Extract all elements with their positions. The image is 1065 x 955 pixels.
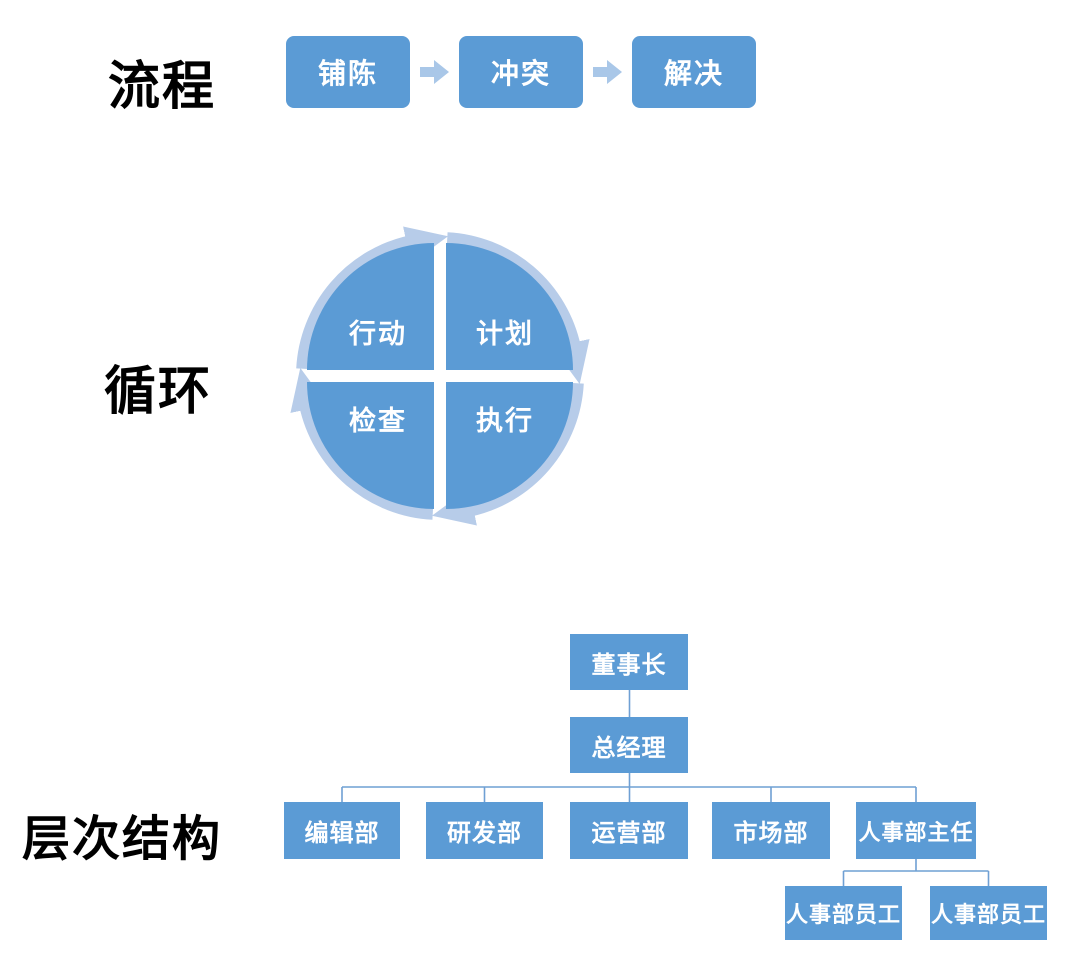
flow-diagram: 铺陈 冲突 解决 (286, 36, 756, 108)
cycle-quadrants (307, 243, 573, 509)
quadrant-label-bottom-left: 检查 (349, 405, 407, 436)
quadrant-top-left (307, 243, 434, 370)
quadrant-top-right (446, 243, 573, 370)
right-block-arrow-icon (593, 60, 622, 84)
org-node-marketing-dept: 市场部 (712, 802, 830, 859)
flow-step-box: 解决 (632, 36, 756, 108)
cycle-section-label: 循环 (104, 363, 213, 421)
right-block-arrow-icon (420, 60, 449, 84)
quadrant-bottom-right (446, 382, 573, 509)
flow-step-box: 冲突 (459, 36, 583, 108)
quadrant-label-bottom-right: 执行 (476, 405, 534, 436)
org-node-chairman: 董事长 (570, 634, 688, 690)
cycle-svg: 行动 计划 检查 执行 (290, 226, 590, 526)
flow-section-label: 流程 (108, 58, 217, 116)
org-node-hr-director: 人事部主任 (856, 802, 976, 859)
quadrant-bottom-left (307, 382, 434, 509)
org-node-general-manager: 总经理 (570, 717, 688, 773)
quadrant-label-top-right: 计划 (476, 319, 534, 349)
hierarchy-section-label: 层次结构 (22, 813, 223, 866)
flow-step-box: 铺陈 (286, 36, 410, 108)
org-node-editorial-dept: 编辑部 (284, 802, 400, 859)
flow-arrow (583, 36, 632, 108)
org-node-hr-staff-2: 人事部员工 (930, 886, 1047, 940)
org-node-hr-staff-1: 人事部员工 (785, 886, 902, 940)
org-node-rd-dept: 研发部 (426, 802, 543, 859)
quadrant-label-top-left: 行动 (348, 318, 407, 349)
cycle-diagram: 行动 计划 检查 执行 (290, 226, 590, 526)
org-node-operations-dept: 运营部 (570, 802, 688, 859)
flow-arrow (410, 36, 459, 108)
